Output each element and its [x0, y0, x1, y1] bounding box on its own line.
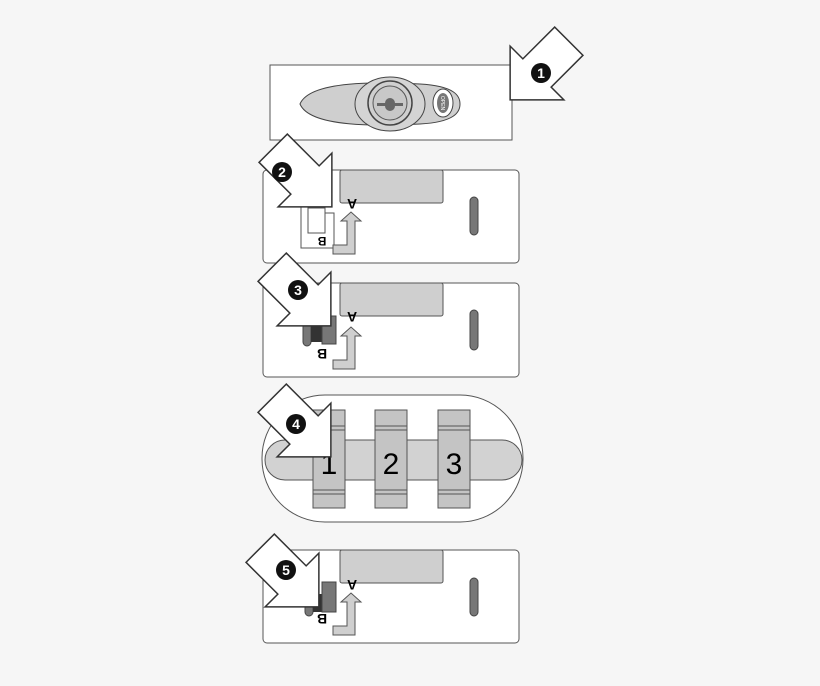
open-label: OPEN — [439, 96, 445, 111]
label-b: B — [317, 611, 327, 627]
step-4-arrow-icon: 4 — [244, 370, 359, 485]
step-3-arrow-icon: 3 — [244, 239, 359, 354]
step-1-arrow-icon: 1 — [482, 13, 597, 128]
label-b: B — [317, 346, 327, 362]
step-2-arrow-icon: 2 — [245, 120, 360, 235]
svg-text:5: 5 — [282, 562, 290, 578]
label-a: A — [347, 309, 357, 325]
svg-text:3: 3 — [446, 448, 463, 481]
svg-text:2: 2 — [383, 448, 400, 481]
label-b: B — [317, 234, 326, 248]
step-2-panel: A B — [262, 169, 520, 264]
svg-text:4: 4 — [292, 416, 300, 432]
dial-2: 2 — [374, 409, 408, 509]
step-1-lock-front: OPEN — [269, 64, 513, 141]
svg-text:1: 1 — [537, 65, 545, 81]
open-button — [437, 93, 449, 113]
label-a: A — [347, 577, 357, 593]
label-a: A — [347, 196, 357, 212]
step-5-panel: A B — [262, 549, 520, 644]
svg-text:2: 2 — [278, 164, 286, 180]
step-5-arrow-icon: 5 — [232, 520, 347, 635]
svg-text:3: 3 — [294, 282, 302, 298]
dial-3: 3 — [437, 409, 471, 509]
